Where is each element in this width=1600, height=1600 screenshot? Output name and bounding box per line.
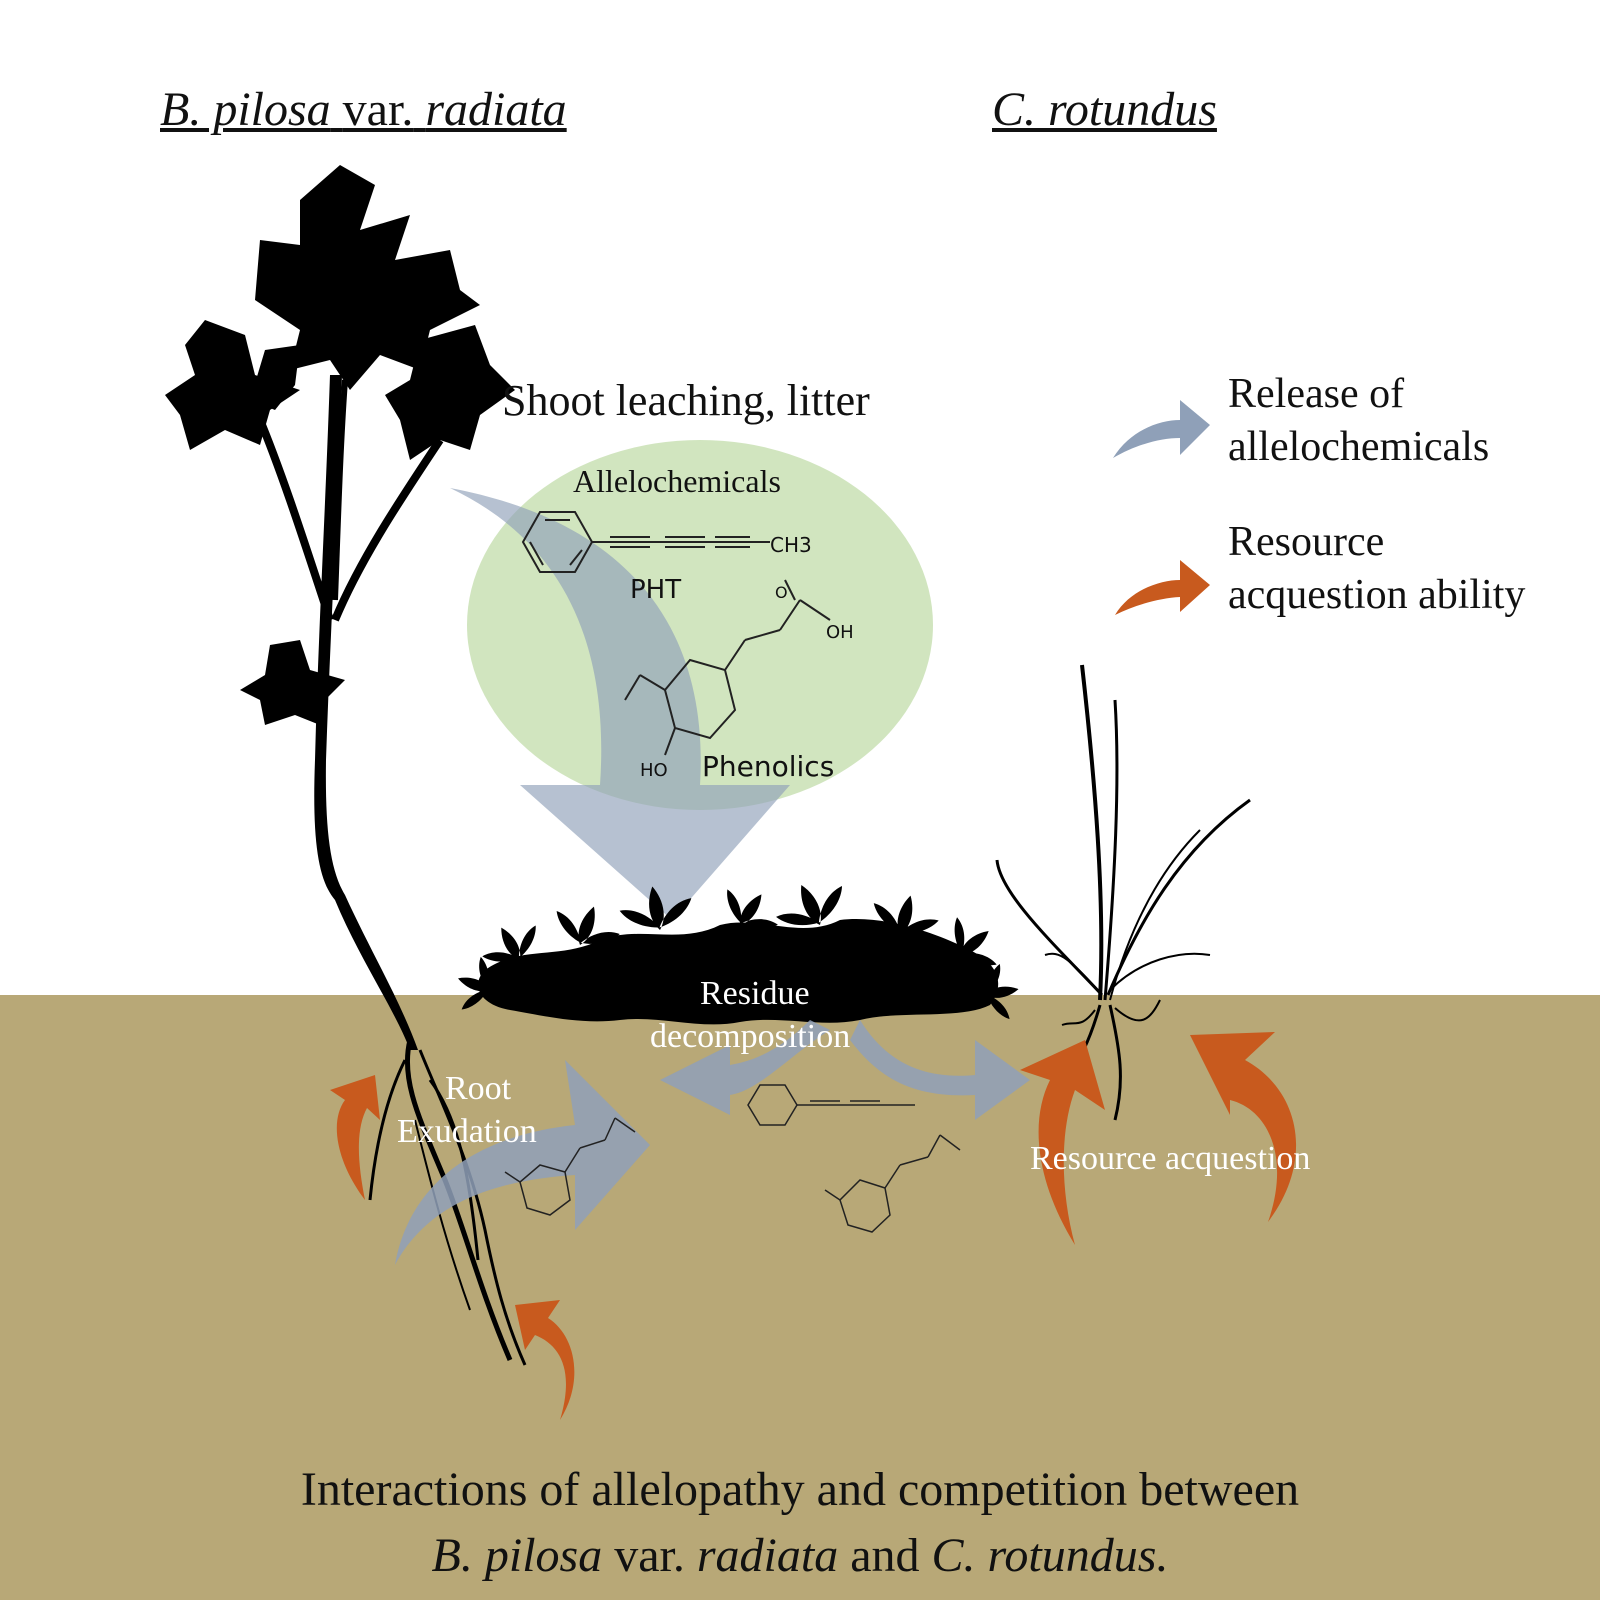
pht-label: PHT [630,575,682,605]
allelochemicals-label: Allelochemicals [573,463,781,499]
allelochemical-bubble [467,440,933,810]
bidens-plant [165,165,527,1366]
caption-line2: B. pilosa var. radiata and C. rotundus. [0,1528,1600,1583]
shoot-leaching-arrow [450,488,790,920]
left-epithet: radiata [425,83,567,136]
left-var: var. [342,83,414,136]
phenolic-structure [624,579,831,756]
legend-release-label-line2: allelochemicals [1228,424,1490,470]
o-label: O [775,583,788,602]
root-phenolic-structure [504,1117,636,1216]
resource-arrow-bottom-root [515,1300,575,1420]
soil [0,995,1600,1600]
right-species: C. rotundus [992,83,1217,136]
root-label: Root [445,1070,512,1107]
decomposition-left-arrow [660,1020,830,1115]
legend-release-label-line1: Release of [1228,371,1405,417]
root-exudation-arrow [395,1060,650,1265]
exudation-label: Exudation [397,1113,537,1150]
phenolics-label: Phenolics [702,750,835,783]
cyperus-plant [995,664,1251,1121]
ch3-label: CH3 [770,533,812,557]
shoot-leaching-label: Shoot leaching, litter [502,376,870,425]
ho-label: HO [640,760,668,781]
caption-var: var. [602,1529,697,1582]
left-genus: B. pilosa [160,83,331,136]
pht-structure [521,511,770,573]
caption-and: and [838,1529,932,1582]
decomposition-right-arrow [850,1020,1030,1120]
legend-resource-arrow [1115,560,1210,615]
soil-pht-structure [747,1084,915,1126]
right-species-title: C. rotundus [992,82,1217,137]
resource-acquestion-label: Resource acquestion [1030,1140,1311,1177]
resource-arrow-sedge-left [1020,1040,1105,1245]
residue-label: Residue [700,975,810,1012]
caption-genus: B. pilosa [431,1529,603,1582]
soil-phenolic-structure [824,1134,961,1233]
legend-release-arrow [1113,400,1210,458]
resource-arrow-left-root [330,1075,380,1200]
caption-epithet: radiata [696,1529,839,1582]
litter-pile [448,869,1024,1025]
caption-line1: Interactions of allelopathy and competit… [300,1463,1300,1516]
decomposition-label: decomposition [650,1018,851,1055]
resource-arrow-sedge-right [1190,1032,1297,1222]
legend-resource-label-line1: Resource [1228,519,1385,565]
left-species-title: B. pilosa var. radiata [160,82,567,137]
legend-resource-label-line2: acquestion ability [1228,572,1526,618]
caption-rotundus: C. rotundus. [931,1529,1169,1582]
oh-label: OH [826,622,854,643]
